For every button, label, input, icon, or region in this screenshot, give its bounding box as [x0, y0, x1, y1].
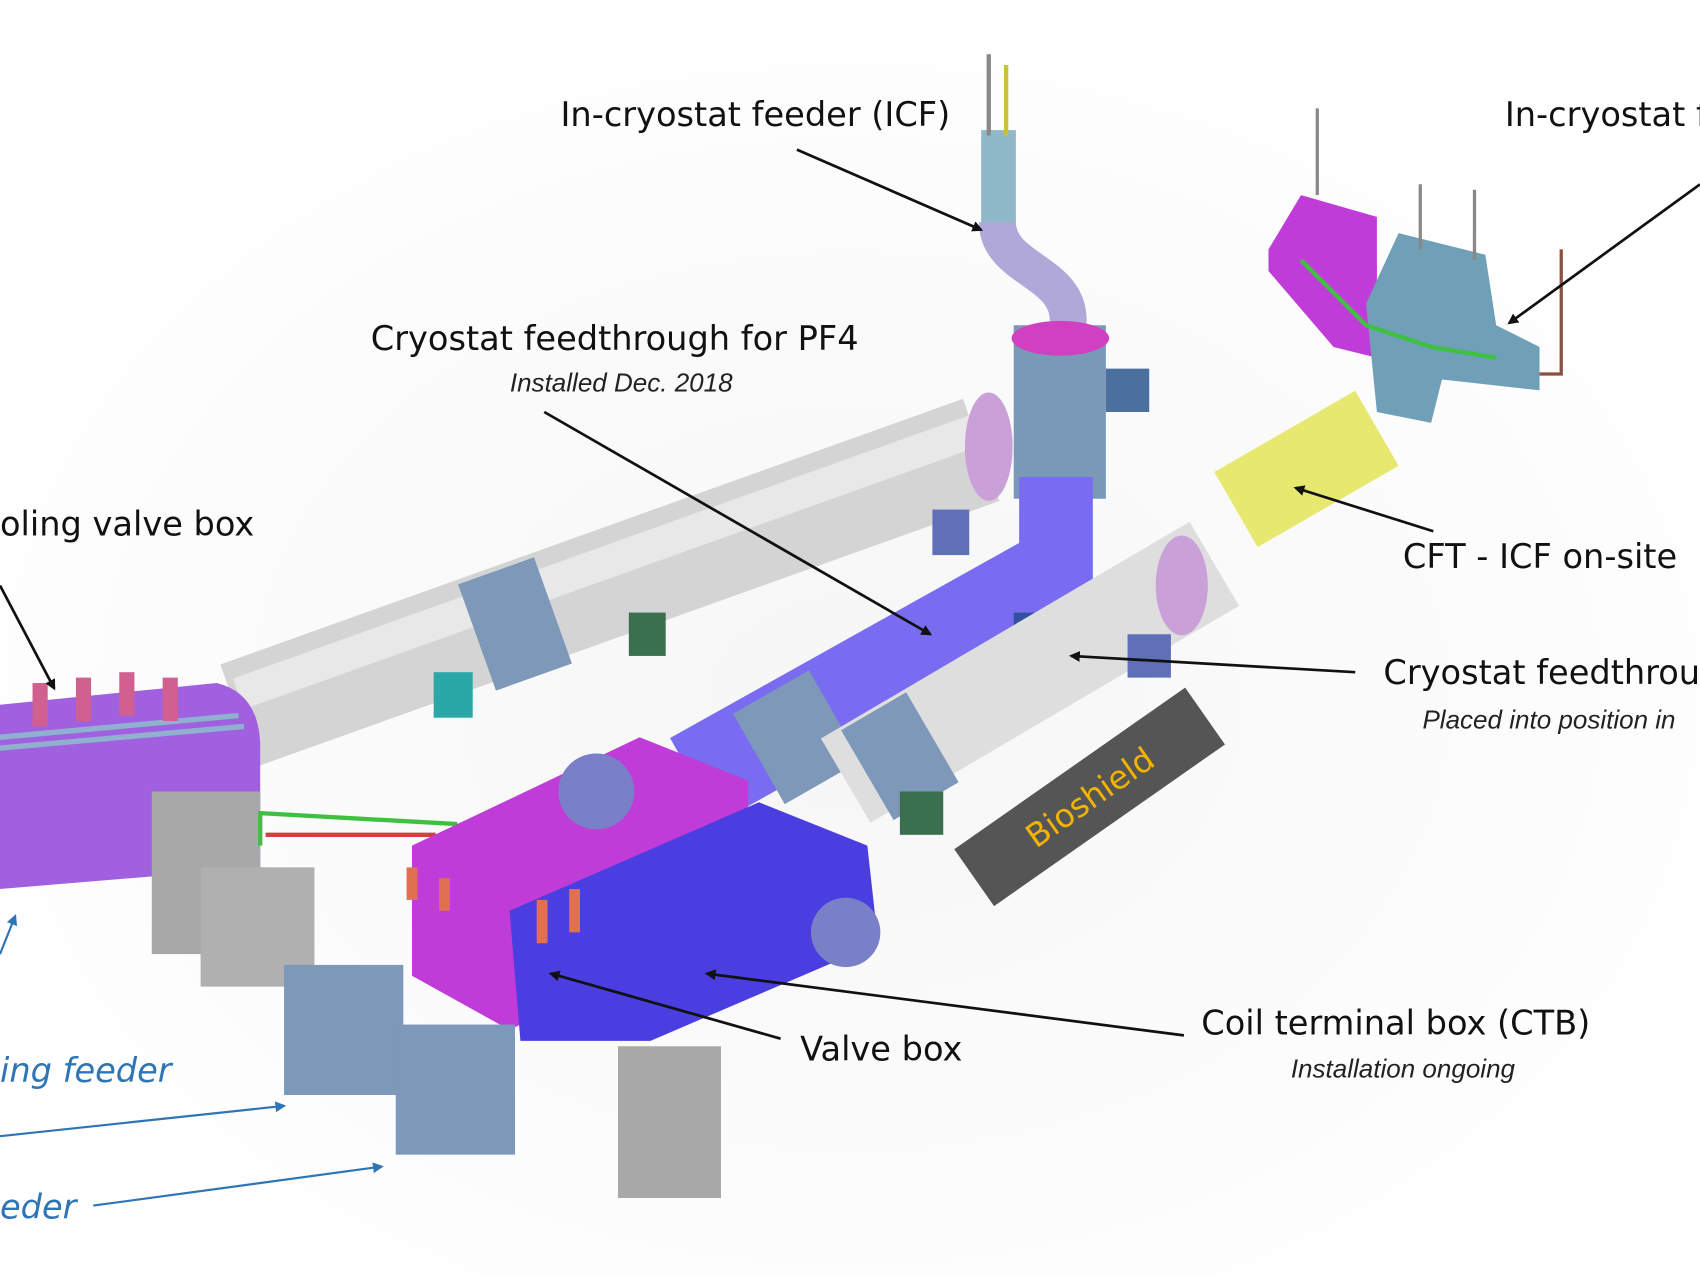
callout-arrows — [0, 148, 1700, 1040]
label-feeder-blue-2: eder — [0, 1188, 79, 1227]
label-cooling-valve-box: oling valve box — [0, 505, 254, 544]
label-cft-right-status: Placed into position in — [1422, 705, 1675, 735]
label-icf-right: In-cryostat f — [1505, 95, 1700, 134]
ctb-model — [284, 737, 881, 1199]
cft-right-pipe — [820, 390, 1399, 835]
label-icf-center: In-cryostat feeder (ICF) — [561, 95, 951, 134]
label-ctb: Coil terminal box (CTB) — [1201, 1003, 1590, 1042]
icf-right-model — [1268, 108, 1563, 423]
label-cft-pf4-status: Installed Dec. 2018 — [510, 367, 733, 397]
label-cft-right: Cryostat feedthrou — [1383, 653, 1700, 692]
label-ctb-status: Installation ongoing — [1291, 1054, 1516, 1084]
label-feeder-blue-1: ing feeder — [0, 1051, 174, 1090]
label-cft-icf: CFT - ICF on-site — [1403, 537, 1677, 576]
label-valve-box: Valve box — [800, 1029, 962, 1068]
cooling-valve-box-model — [0, 672, 469, 987]
icf-center-model — [979, 54, 1150, 499]
gray-pipe-left — [220, 392, 1013, 767]
label-cft-pf4: Cryostat feedthrough for PF4 — [371, 319, 859, 358]
blue-callout-arrows — [0, 914, 384, 1207]
